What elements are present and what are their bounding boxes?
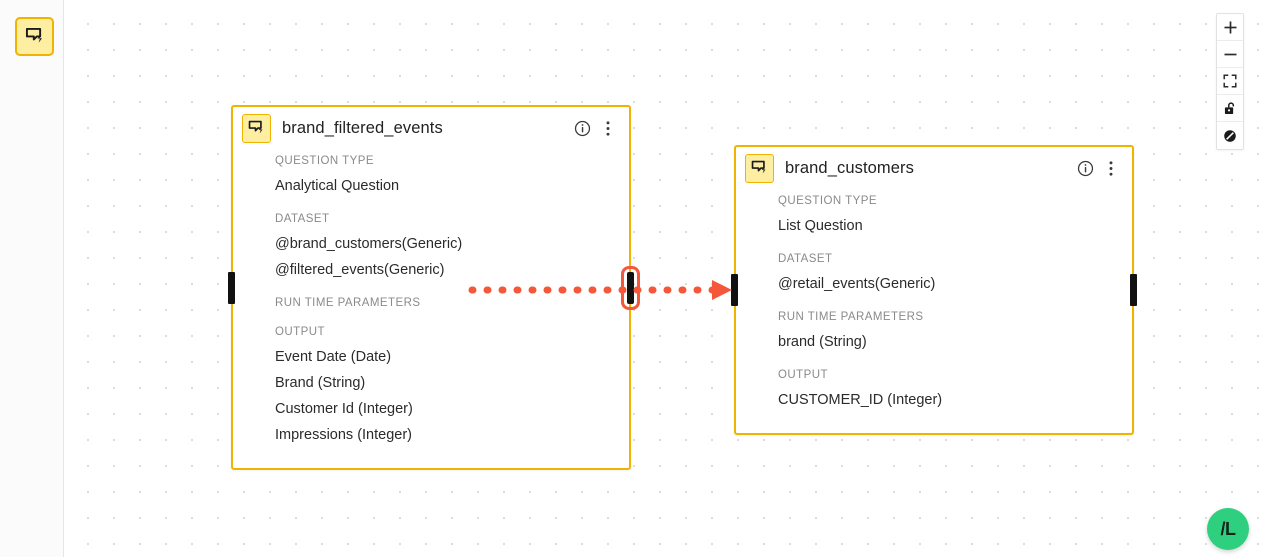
sidebar-item-question-node-tool[interactable] <box>15 17 54 56</box>
assistant-fab[interactable]: /L <box>1207 508 1249 550</box>
canvas-controls <box>1216 13 1244 150</box>
field-value: Brand (String) <box>275 375 366 391</box>
zoom-out-button[interactable] <box>1217 41 1243 68</box>
speech-bubble-lightning-icon <box>24 26 46 48</box>
zoom-in-button[interactable] <box>1217 14 1243 41</box>
node-header: brand_customers <box>736 147 1132 190</box>
field-value: @brand_customers(Generic) <box>275 236 463 252</box>
node-type-badge <box>242 114 271 143</box>
node-field: RUN TIME PARAMETERS brand (String) <box>778 309 1132 355</box>
more-options-icon[interactable] <box>599 120 617 138</box>
plus-icon <box>1223 20 1238 35</box>
node-field: OUTPUT CUSTOMER_ID (Integer) <box>778 367 1132 413</box>
node-title: brand_filtered_events <box>282 119 443 137</box>
fit-view-button[interactable] <box>1217 68 1243 95</box>
toggle-interactivity-button[interactable] <box>1217 95 1243 122</box>
node-field: DATASET @brand_customers(Generic) @filte… <box>275 211 629 283</box>
field-value: Event Date (Date) <box>275 349 392 365</box>
info-icon[interactable] <box>1076 160 1094 178</box>
field-label: OUTPUT <box>778 369 828 381</box>
field-label: OUTPUT <box>275 326 325 338</box>
unlock-icon <box>1223 101 1237 116</box>
field-value: List Question <box>778 218 863 234</box>
field-value: Customer Id (Integer) <box>275 401 413 417</box>
node-actions <box>573 120 617 138</box>
fit-screen-icon <box>1223 74 1237 88</box>
field-label: RUN TIME PARAMETERS <box>778 311 924 323</box>
field-value: CUSTOMER_ID (Integer) <box>778 392 943 408</box>
field-value: Impressions (Integer) <box>275 427 412 443</box>
output-port[interactable] <box>1130 274 1137 306</box>
field-value: brand (String) <box>778 334 867 350</box>
speech-bubble-lightning-icon <box>247 119 266 138</box>
node-field: QUESTION TYPE List Question <box>778 193 1132 239</box>
node-field: RUN TIME PARAMETERS <box>275 295 629 312</box>
field-label: DATASET <box>778 253 833 265</box>
node-actions <box>1076 160 1120 178</box>
input-port[interactable] <box>228 271 235 304</box>
flow-node[interactable]: brand_customers <box>731 145 1137 435</box>
field-label: DATASET <box>275 213 330 225</box>
field-label: QUESTION TYPE <box>778 195 877 207</box>
output-port[interactable] <box>621 265 640 310</box>
flow-node[interactable]: brand_filtered_events <box>228 105 640 470</box>
info-icon[interactable] <box>573 120 591 138</box>
node-body: QUESTION TYPE List Question DATASET @ret… <box>736 190 1132 423</box>
more-options-icon[interactable] <box>1102 160 1120 178</box>
flow-canvas[interactable]: brand_filtered_events <box>64 0 1262 557</box>
node-header: brand_filtered_events <box>233 107 629 150</box>
node-field: OUTPUT Event Date (Date) Brand (String) … <box>275 324 629 448</box>
node-body: QUESTION TYPE Analytical Question DATASE… <box>233 150 629 458</box>
node-title: brand_customers <box>785 159 914 177</box>
field-value: Analytical Question <box>275 178 400 194</box>
node-field: DATASET @retail_events(Generic) <box>778 251 1132 297</box>
minus-icon <box>1223 47 1238 62</box>
field-value: @retail_events(Generic) <box>778 276 936 292</box>
node-type-badge <box>745 154 774 183</box>
field-value: @filtered_events(Generic) <box>275 262 445 278</box>
field-label: QUESTION TYPE <box>275 155 374 167</box>
no-entry-icon <box>1223 129 1237 143</box>
field-label: RUN TIME PARAMETERS <box>275 297 421 309</box>
settings-button[interactable] <box>1217 122 1243 149</box>
node-field: QUESTION TYPE Analytical Question <box>275 153 629 199</box>
left-toolbar <box>0 0 64 557</box>
input-port[interactable] <box>731 274 738 306</box>
speech-bubble-lightning-icon <box>750 159 769 178</box>
